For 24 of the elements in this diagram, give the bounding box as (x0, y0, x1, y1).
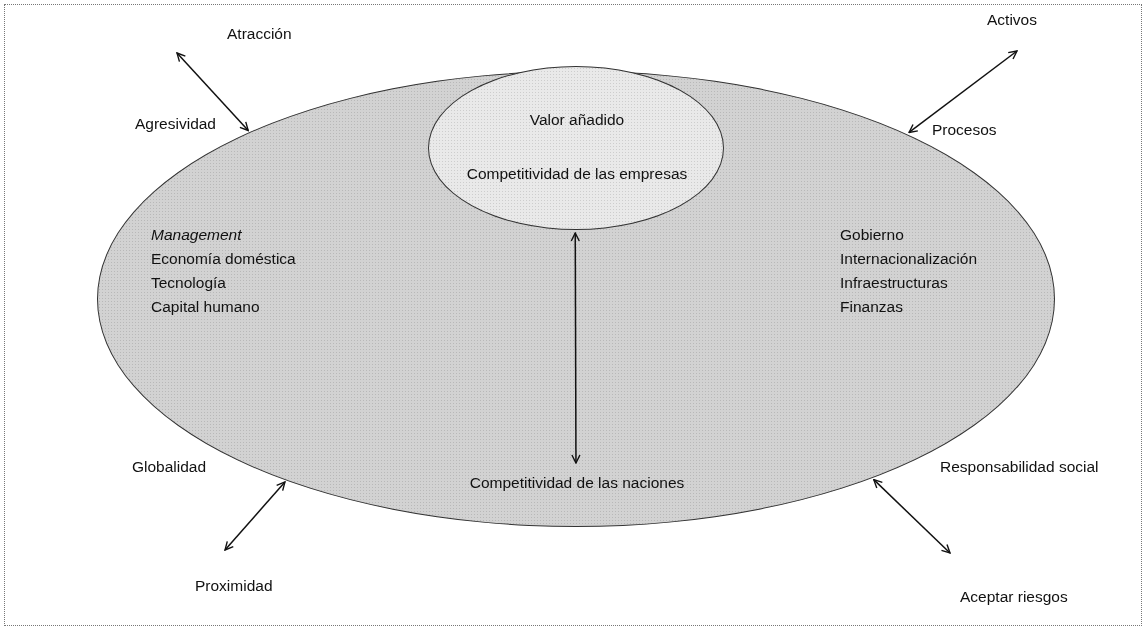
factor-text: Tecnología (151, 274, 226, 293)
factor-text: Finanzas (840, 298, 903, 317)
factor-text: Infraestructuras (840, 274, 948, 293)
factor-text: Capital humano (151, 298, 260, 317)
factor-label: Procesos (932, 121, 997, 140)
factor-label: Agresividad (135, 115, 216, 134)
factor-label: Globalidad (132, 458, 207, 477)
double-arrow (224, 481, 286, 551)
node-text: Competitividad de las naciones (468, 474, 686, 493)
double-arrow (908, 50, 1018, 134)
factor-text: Internacionalización (840, 250, 977, 269)
double-arrow (873, 478, 951, 554)
factor-text: Economía doméstica (151, 250, 296, 269)
factor-label: Responsabilidad social (940, 458, 1099, 477)
ellipse-text: Competitividad de las empresas (465, 165, 689, 184)
factor-text: Gobierno (840, 226, 904, 245)
factor-label: Activos (987, 11, 1037, 30)
factor-label: Atracción (227, 25, 292, 44)
factor-text: Management (151, 226, 242, 245)
double-arrow (570, 232, 581, 464)
double-arrow (176, 52, 249, 132)
factor-label: Proximidad (195, 577, 273, 596)
ellipse-text: Valor añadido (528, 111, 626, 130)
factor-label: Aceptar riesgos (960, 588, 1068, 607)
